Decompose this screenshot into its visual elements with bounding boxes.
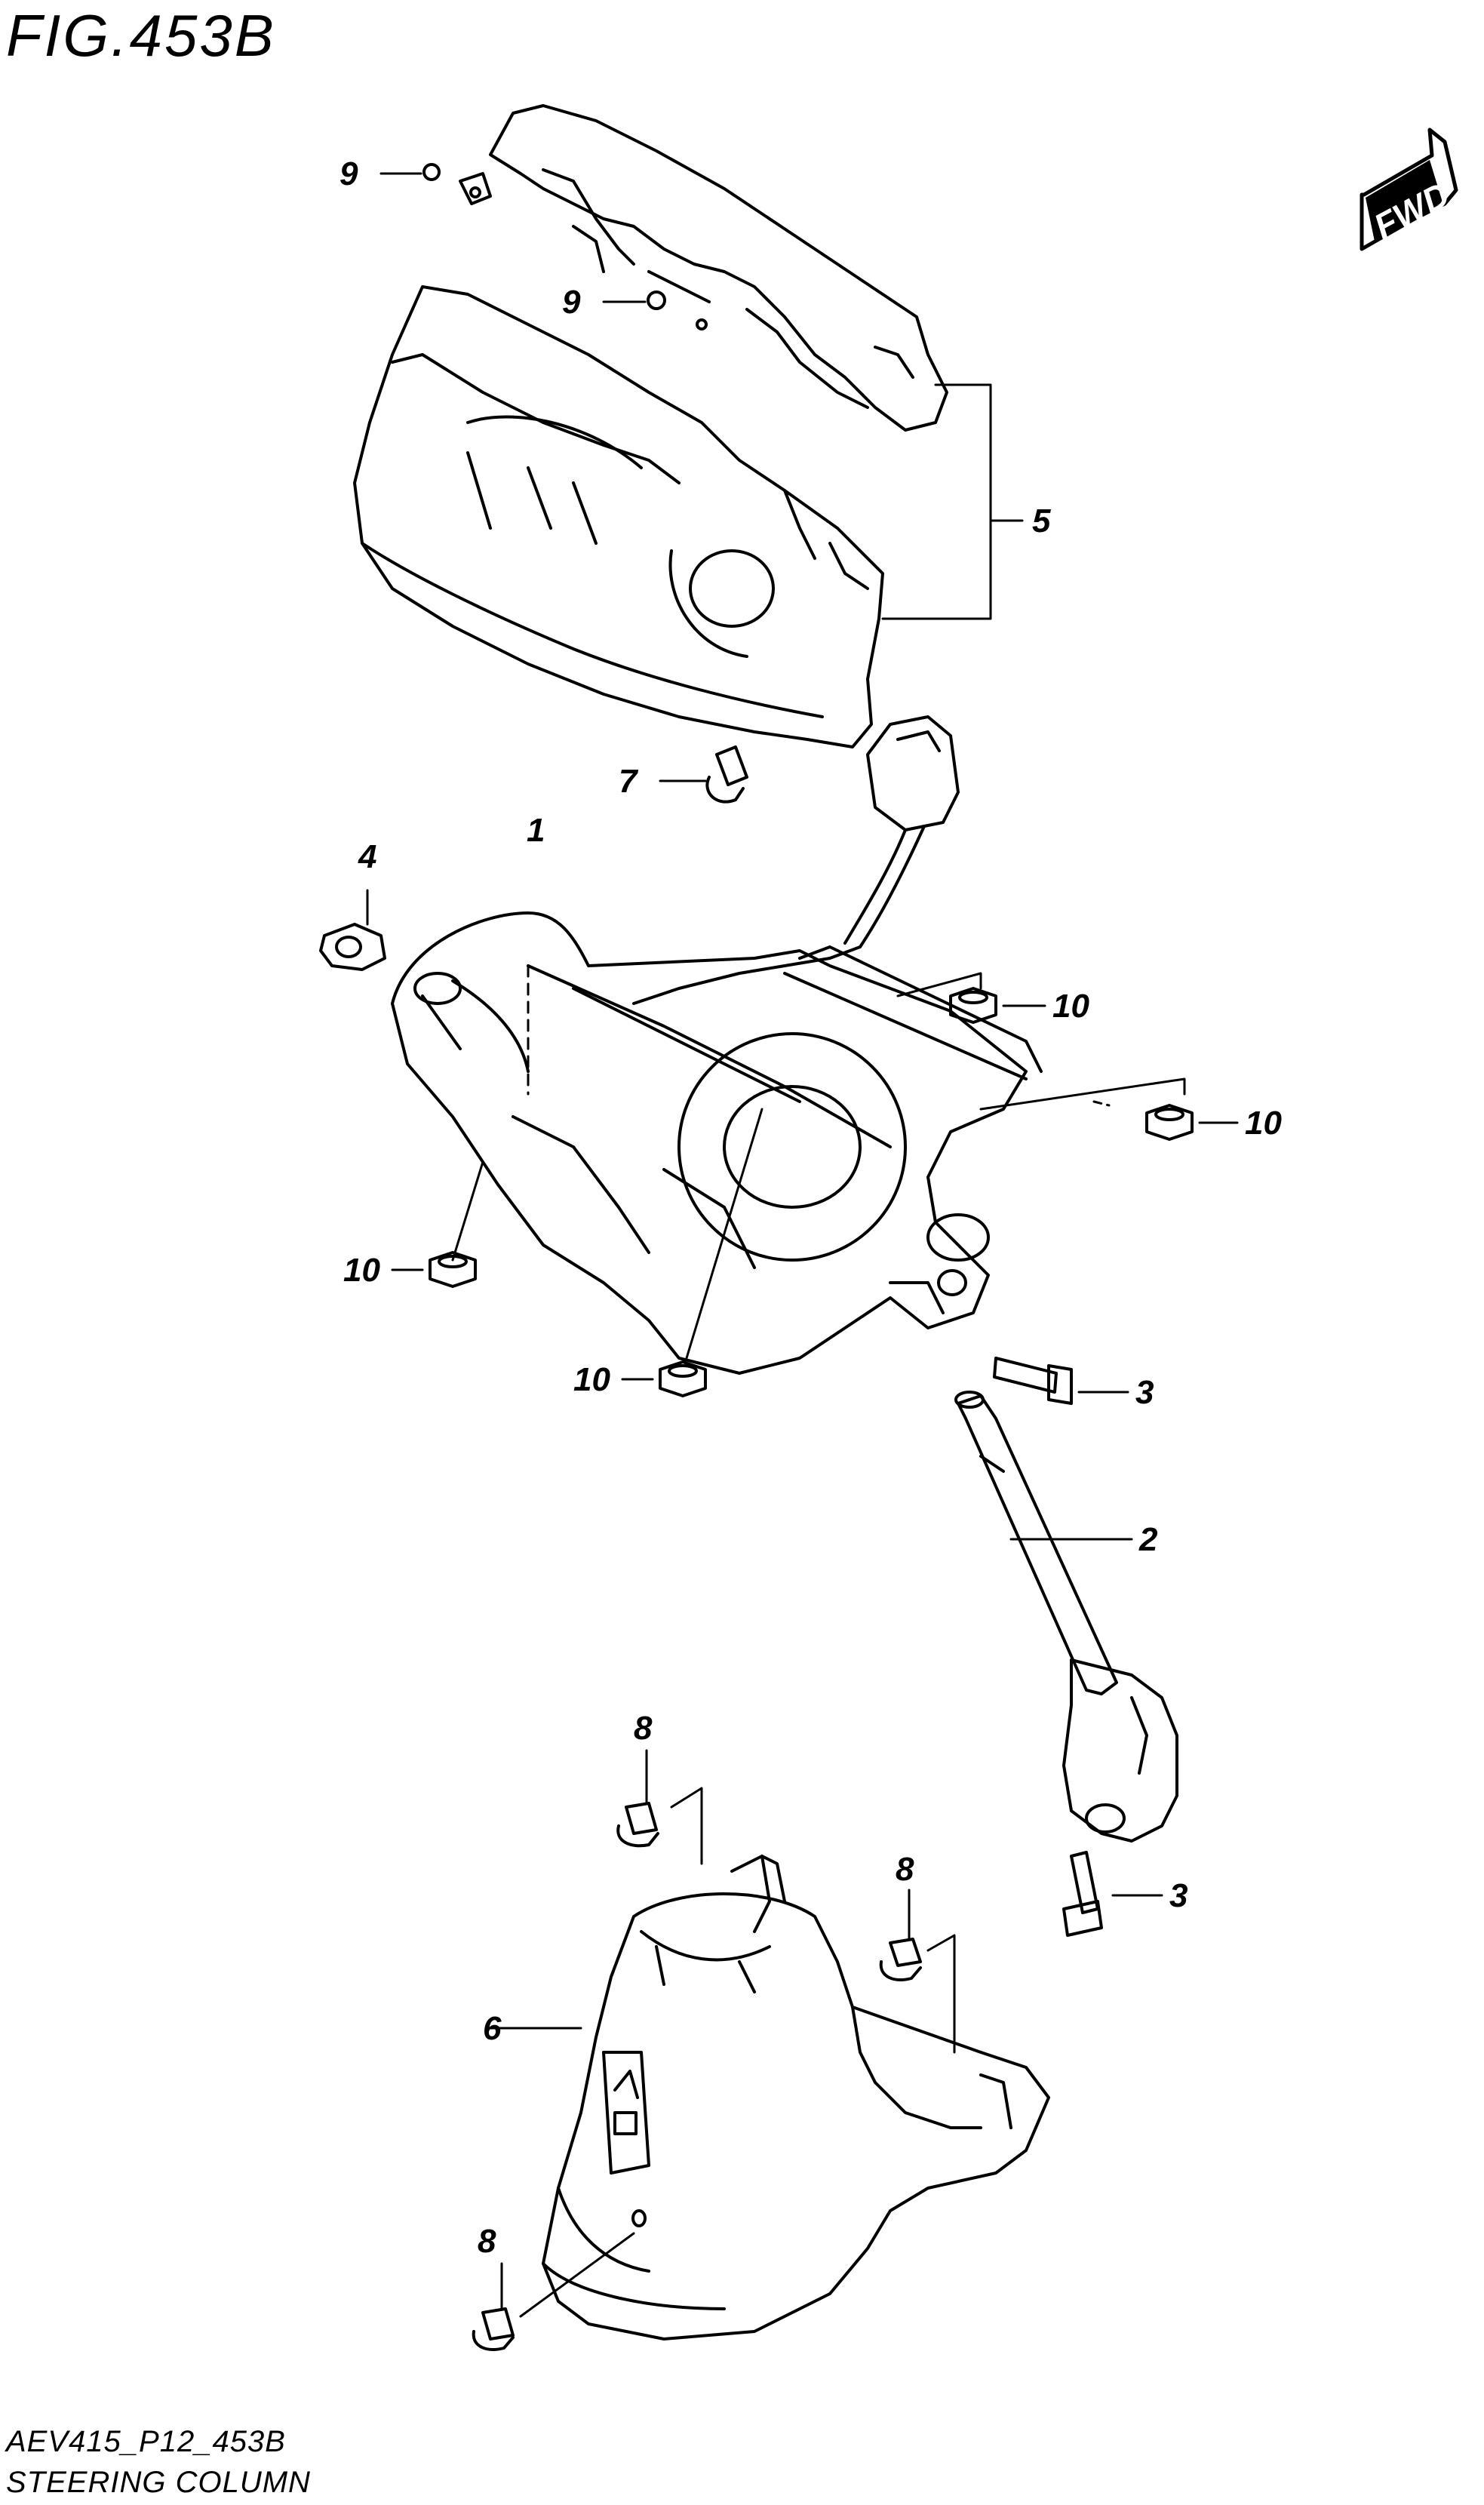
intermediate-shaft [954,1391,1178,1843]
screw-9-upper [379,163,492,205]
callout-10-c: 10 [343,1252,380,1289]
callout-10-a: 10 [1052,988,1089,1025]
callout-1: 1 [527,812,545,849]
callout-2: 2 [1138,1521,1158,1558]
diagram-name: STEERING COLUMN [6,2466,311,2499]
screw-8-bottom [472,2232,635,2351]
callout-4: 4 [358,838,376,875]
callout-5: 5 [1032,503,1051,539]
steering-column-assembly [391,911,1043,1375]
column-boot-cover [487,1855,1050,2341]
callout-3-lower: 3 [1169,1877,1188,1914]
screw-9-lower [602,290,708,330]
screw-8-top [616,1749,703,1865]
callout-8-right: 8 [896,1851,914,1888]
nut-10-d [621,1360,707,1397]
callout-9-lower: 9 [562,284,581,321]
callout-8-bottom: 8 [478,2223,496,2260]
wiring-connector [632,715,960,1005]
callout-8-top: 8 [634,1710,653,1747]
leader-5 [881,383,1024,620]
lower-column-cover [353,285,884,748]
callout-7: 7 [619,763,639,800]
nut-4 [319,889,386,971]
fwd-arrow-icon: FWD [1360,128,1458,251]
nut-10-c [391,1251,477,1288]
callout-3-upper: 3 [1135,1374,1154,1411]
bolt-3-lower [1062,1851,1163,1937]
leaders-10 [451,972,1186,1360]
screw-7 [659,745,748,804]
callout-9-upper: 9 [340,155,358,192]
nut-10-a [949,987,1046,1024]
screw-8-right [879,1889,956,2054]
callout-10-b: 10 [1245,1105,1282,1142]
diagram-code: AEV415_P12_453B [6,2425,286,2458]
nut-10-b [1145,1104,1239,1141]
bolt-3-upper [993,1357,1129,1405]
figure-title: FIG.453B [6,2,276,69]
callout-6: 6 [483,2010,502,2047]
callout-10-d: 10 [573,1361,610,1398]
upper-column-cover [489,104,948,432]
